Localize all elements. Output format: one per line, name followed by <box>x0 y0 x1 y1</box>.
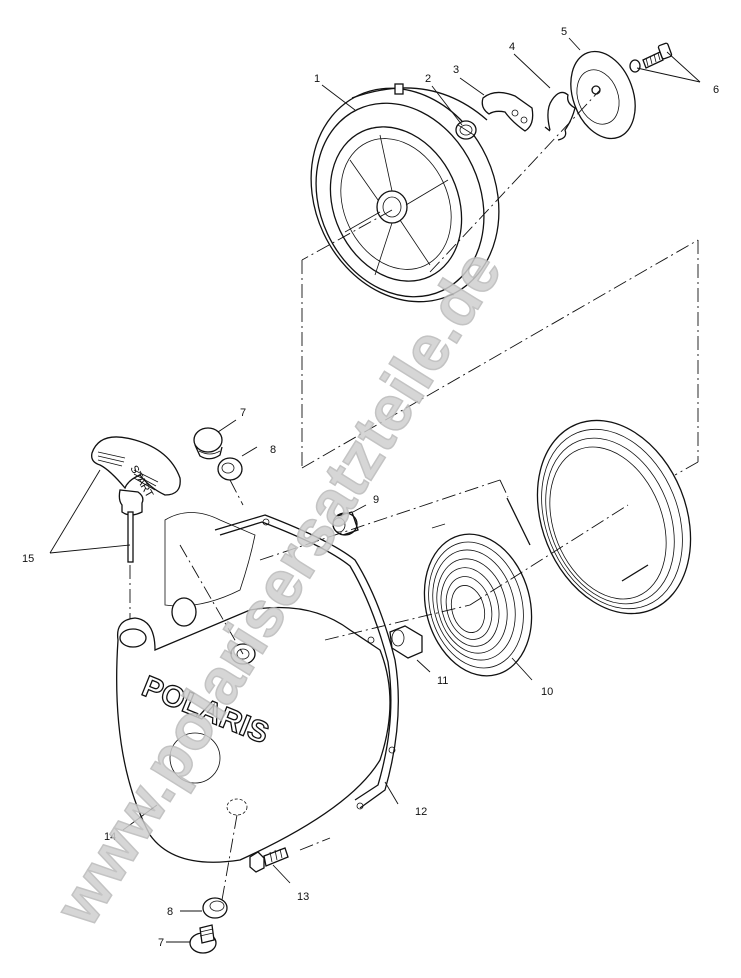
part-10-recoil-spring[interactable] <box>409 522 547 688</box>
callout-14: 14 <box>104 831 116 843</box>
callout-7-bottom: 7 <box>158 937 164 949</box>
part-15-starter-handle[interactable]: START <box>91 436 181 630</box>
part-4-clip[interactable] <box>544 91 576 141</box>
callout-5: 5 <box>561 26 567 38</box>
part-7-plug-bottom[interactable] <box>189 924 217 954</box>
callout-13: 13 <box>297 891 309 903</box>
callout-9: 9 <box>373 494 379 506</box>
part-11-collar[interactable] <box>389 625 423 659</box>
callout-3: 3 <box>453 64 459 76</box>
part-14-housing-cover[interactable]: POLARIS <box>116 512 391 901</box>
callout-7-top: 7 <box>240 407 246 419</box>
part-5-friction-plate[interactable] <box>559 42 646 147</box>
callout-6: 6 <box>713 84 719 96</box>
part-3-pawl[interactable] <box>481 91 534 132</box>
part-2-spring[interactable] <box>455 120 477 140</box>
callout-8-top: 8 <box>270 444 276 456</box>
part-13-bolt[interactable] <box>249 847 289 873</box>
starter-rope[interactable] <box>506 397 718 636</box>
callout-11: 11 <box>437 675 448 687</box>
assembly-lines <box>179 89 699 851</box>
part-12-gasket[interactable] <box>214 514 399 810</box>
callout-1: 1 <box>314 73 320 85</box>
part-6-bolt-washer[interactable] <box>629 42 673 73</box>
part-7-plug-top[interactable] <box>193 427 223 460</box>
callout-10: 10 <box>541 686 553 698</box>
callout-4: 4 <box>509 41 515 53</box>
callout-labels: 1 2 3 4 5 6 7 8 9 10 11 12 13 14 15 8 7 <box>22 26 719 949</box>
callout-12: 12 <box>415 806 427 818</box>
leader-lines <box>49 37 701 943</box>
callout-2: 2 <box>425 73 431 85</box>
part-9-bushing[interactable] <box>332 511 359 536</box>
part-8-washer-top[interactable] <box>217 457 243 481</box>
part-8-washer-bottom[interactable] <box>202 897 228 919</box>
callout-15: 15 <box>22 553 34 565</box>
callout-8-bottom: 8 <box>167 906 173 918</box>
